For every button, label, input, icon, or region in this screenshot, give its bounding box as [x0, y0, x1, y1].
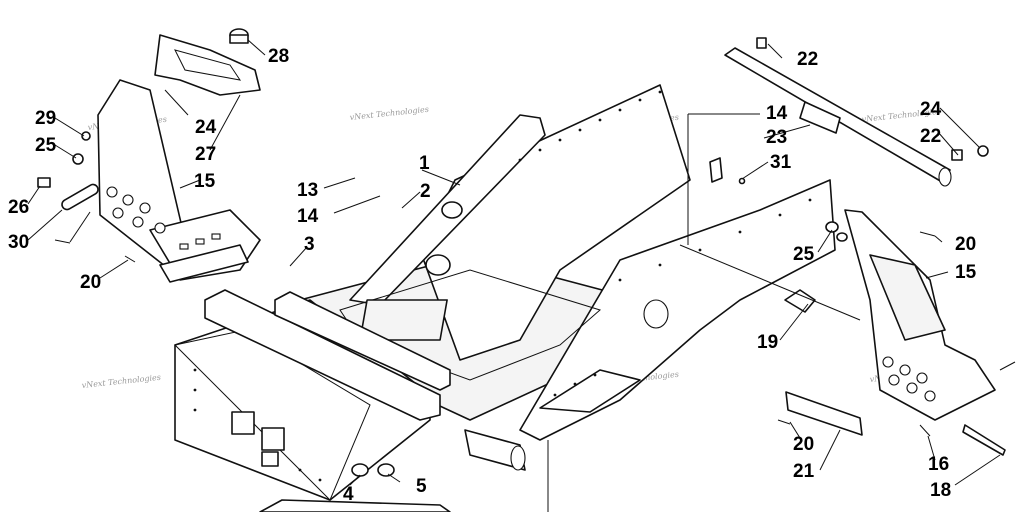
bulkhead-slot: [261, 427, 285, 451]
post-end: [938, 167, 952, 187]
bolt-22: [951, 149, 963, 161]
rivet-20: [54, 239, 71, 244]
rivet-20: [124, 255, 136, 263]
callout-22: 22: [797, 49, 818, 70]
fuel-neck: [441, 201, 463, 219]
callout-4: 4: [343, 484, 354, 505]
callout-27: 27: [195, 144, 216, 165]
callout-5: 5: [416, 476, 427, 497]
decal-14: [709, 157, 723, 183]
steering-post-assembly: [709, 37, 989, 187]
nut-24: [836, 232, 848, 242]
cross-tube-end: [510, 445, 526, 471]
rivet-20: [919, 231, 936, 237]
a-arm-bar: [274, 291, 451, 391]
bolt-29: [81, 131, 91, 141]
right-panel-mesh: [869, 254, 946, 341]
nut-24: [977, 145, 989, 157]
fuel-neck: [425, 254, 451, 276]
bottom-part: [259, 499, 451, 512]
callout-16: 16: [928, 454, 949, 475]
cross-tube: [464, 429, 526, 471]
bulkhead-slot: [261, 451, 279, 467]
rivet-16: [919, 424, 931, 437]
callout-24: 24: [195, 117, 217, 138]
left-footrest-edge: [159, 244, 249, 283]
callout-2: 2: [420, 181, 431, 202]
upper-cover-inner: [174, 49, 242, 81]
callout-13: 13: [297, 180, 318, 201]
steering-post: [724, 47, 951, 183]
callout-25: 25: [793, 244, 815, 265]
callout-15: 15: [194, 171, 216, 192]
nut-25: [825, 221, 839, 233]
callout-23: 23: [766, 127, 787, 148]
bolt-22: [756, 37, 767, 49]
callout-15: 15: [955, 262, 977, 283]
upper-cover: [154, 34, 261, 96]
callout-1: 1: [419, 153, 430, 174]
callout-14: 14: [297, 206, 319, 227]
callout-20: 20: [80, 272, 101, 293]
callout-30: 30: [8, 232, 29, 253]
callout-19: 19: [757, 332, 778, 353]
left-side-panel-assembly: [37, 28, 261, 283]
washer-5: [377, 463, 395, 477]
right-side-panel-assembly: [777, 209, 1006, 456]
callout-21: 21: [793, 461, 815, 482]
washer-4: [351, 463, 369, 477]
callout-26: 26: [8, 197, 29, 218]
footrest-plate: [539, 369, 641, 413]
callout-29: 29: [35, 108, 56, 129]
callout-28: 28: [268, 46, 289, 67]
nut-25: [72, 153, 84, 165]
callout-18: 18: [930, 480, 951, 501]
callout-31: 31: [770, 152, 792, 173]
callout-22: 22: [920, 126, 941, 147]
bracket-19: [784, 289, 816, 313]
bulkhead-slot: [231, 411, 255, 435]
main-chassis: [173, 84, 836, 512]
callout-14: 14: [766, 103, 788, 124]
plate-hole: [643, 299, 669, 329]
callout-labels: 1 2 3 4 5 13 14 14 15 15 16 18 19 20 20 …: [8, 46, 977, 505]
footrest-bracket-21: [785, 391, 863, 436]
callout-24: 24: [920, 99, 942, 120]
cap-28-body: [229, 34, 249, 44]
tunnel-tray: [359, 299, 448, 341]
callout-3: 3: [304, 234, 315, 255]
leader-lines: [27, 39, 1016, 512]
callout-20: 20: [793, 434, 814, 455]
callout-25: 25: [35, 135, 57, 156]
fitting-26: [37, 177, 51, 188]
rivet-31: [738, 177, 746, 185]
watermark: vNext Technologies: [349, 105, 429, 122]
watermark: vNext Technologies: [81, 373, 161, 390]
strip-18: [962, 424, 1006, 456]
steering-bushing: [799, 101, 841, 134]
rivet-20: [777, 419, 791, 425]
a-arm-bar: [204, 289, 441, 421]
callout-20: 20: [955, 234, 976, 255]
strap-30: [61, 183, 99, 211]
